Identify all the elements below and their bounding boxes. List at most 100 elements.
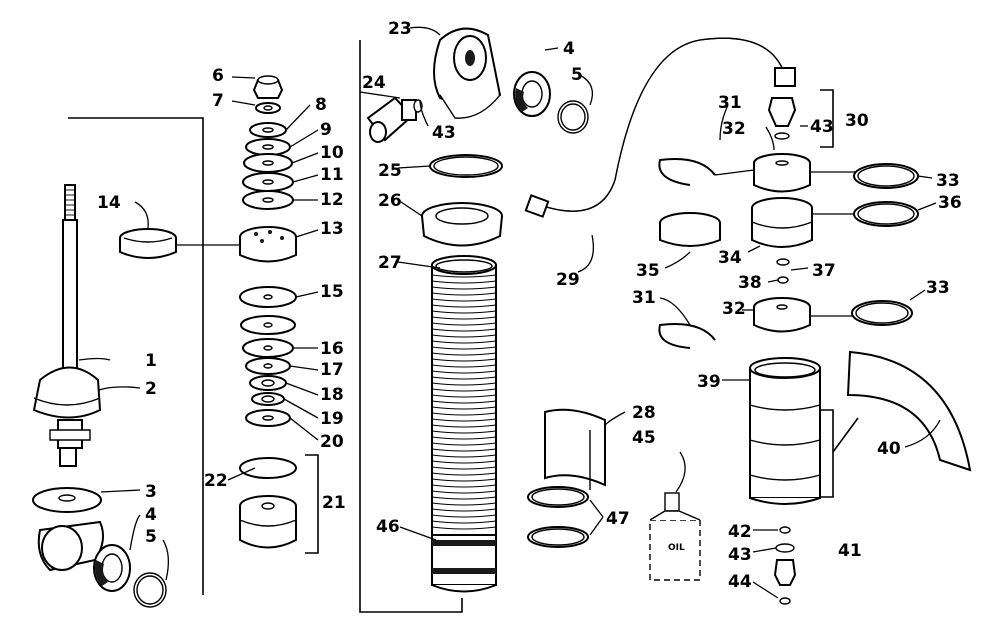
thread-line bbox=[431, 382, 497, 386]
thread-line bbox=[431, 292, 497, 296]
oil-label: OIL bbox=[668, 543, 685, 553]
ring-36 bbox=[853, 201, 919, 227]
callout-31-bottom: 31 bbox=[632, 288, 656, 308]
callout-4-top: 4 bbox=[563, 39, 575, 59]
washer-9 bbox=[245, 138, 291, 156]
callout-24: 24 bbox=[362, 73, 386, 93]
sleeve-28 bbox=[544, 408, 606, 490]
washer-19 bbox=[251, 392, 285, 406]
callout-4: 4 bbox=[145, 505, 157, 525]
callout-41: 41 bbox=[838, 541, 862, 561]
thread-line bbox=[431, 328, 497, 332]
callout-39: 39 bbox=[697, 372, 721, 392]
callout-5-top: 5 bbox=[571, 65, 583, 85]
callout-13: 13 bbox=[320, 219, 344, 239]
thread-line bbox=[431, 334, 497, 338]
callout-31-top: 31 bbox=[718, 93, 742, 113]
thread-line bbox=[431, 436, 497, 440]
callout-32-bottom: 32 bbox=[722, 299, 746, 319]
shaft-1 bbox=[62, 184, 78, 386]
callout-45: 45 bbox=[632, 428, 656, 448]
callout-1: 1 bbox=[145, 351, 157, 371]
thread-line bbox=[431, 526, 497, 530]
eye-mount-3 bbox=[32, 487, 105, 572]
callout-5: 5 bbox=[145, 527, 157, 547]
bearing-4-left bbox=[93, 544, 131, 592]
callout-18: 18 bbox=[320, 385, 344, 405]
callout-19: 19 bbox=[320, 409, 344, 429]
callout-37: 37 bbox=[812, 261, 836, 281]
callout-30: 30 bbox=[845, 111, 869, 131]
callout-46: 46 bbox=[376, 517, 400, 537]
valve-30 bbox=[767, 97, 797, 140]
piston-34 bbox=[751, 197, 813, 248]
cap-26 bbox=[421, 202, 503, 247]
callout-32-top: 32 bbox=[722, 119, 746, 139]
thread-line bbox=[431, 418, 497, 422]
callout-14: 14 bbox=[97, 193, 121, 213]
seal-25 bbox=[429, 154, 503, 178]
washer-15 bbox=[239, 286, 297, 308]
callout-7: 7 bbox=[212, 91, 224, 111]
callout-6: 6 bbox=[212, 66, 224, 86]
ring-33-top bbox=[853, 163, 919, 189]
callout-47: 47 bbox=[606, 509, 630, 529]
callout-43-bottom: 43 bbox=[728, 545, 752, 565]
callout-28: 28 bbox=[632, 403, 656, 423]
callout-21: 21 bbox=[322, 493, 346, 513]
ring-31-top bbox=[658, 158, 716, 186]
callout-44: 44 bbox=[728, 572, 752, 592]
callout-29: 29 bbox=[556, 270, 580, 290]
thread-line bbox=[431, 346, 497, 350]
thread-line bbox=[431, 352, 497, 356]
callout-15: 15 bbox=[320, 282, 344, 302]
piston-32-top bbox=[753, 153, 811, 193]
piston-32-bottom bbox=[753, 297, 811, 333]
thread-line bbox=[431, 472, 497, 476]
hose-29 bbox=[524, 37, 796, 218]
washer-11 bbox=[242, 172, 294, 192]
thread-line bbox=[431, 484, 497, 488]
thread-line bbox=[431, 376, 497, 380]
callout-10: 10 bbox=[320, 143, 344, 163]
callout-35: 35 bbox=[636, 261, 660, 281]
thread-line bbox=[431, 514, 497, 518]
washer-12 bbox=[242, 190, 294, 210]
callout-labels: 1 2 3 4 5 6 7 8 9 10 11 12 13 14 15 16 1… bbox=[97, 19, 962, 592]
washer-8 bbox=[249, 122, 287, 138]
callout-40: 40 bbox=[877, 439, 901, 459]
thread-line bbox=[431, 274, 497, 278]
callout-25: 25 bbox=[378, 161, 402, 181]
thread-line bbox=[431, 316, 497, 320]
valve-parts-41 bbox=[773, 526, 797, 605]
oil-bottle-45: OIL bbox=[649, 492, 701, 581]
callout-34: 34 bbox=[718, 248, 742, 268]
thread-line bbox=[431, 370, 497, 374]
callout-27: 27 bbox=[378, 253, 402, 273]
callout-23: 23 bbox=[388, 19, 412, 39]
plate-22 bbox=[239, 457, 297, 479]
thread-line bbox=[431, 286, 497, 290]
washer-16 bbox=[242, 338, 294, 358]
callout-33-top: 33 bbox=[936, 171, 960, 191]
callout-11: 11 bbox=[320, 165, 344, 185]
callout-2: 2 bbox=[145, 379, 157, 399]
callout-42: 42 bbox=[728, 522, 752, 542]
ring-31-bottom bbox=[658, 323, 716, 349]
washer-stack bbox=[239, 75, 297, 549]
callout-9: 9 bbox=[320, 120, 332, 140]
thread-line bbox=[431, 460, 497, 464]
callout-33-bottom: 33 bbox=[926, 278, 950, 298]
callout-22: 22 bbox=[204, 471, 228, 491]
callout-20: 20 bbox=[320, 432, 344, 452]
rings-47 bbox=[527, 486, 589, 548]
thread-line bbox=[431, 280, 497, 284]
thread-line bbox=[431, 508, 497, 512]
washer-10 bbox=[243, 153, 293, 173]
callout-36: 36 bbox=[938, 193, 962, 213]
assembly-frames bbox=[68, 40, 859, 613]
leader-lines bbox=[78, 26, 941, 599]
bushing-14 bbox=[119, 228, 177, 259]
bearing-4-top bbox=[513, 71, 551, 117]
